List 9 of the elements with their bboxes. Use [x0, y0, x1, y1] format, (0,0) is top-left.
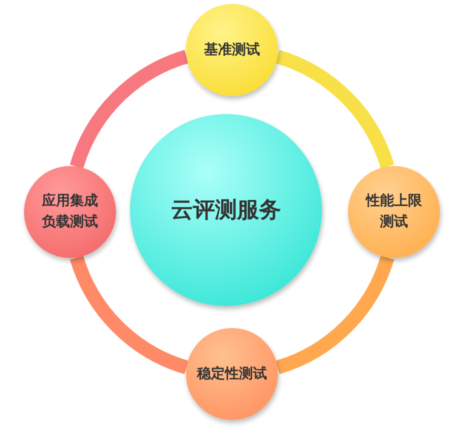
circle-label: 性能上限测试	[364, 192, 423, 232]
circle-label: 应用集成负载测试	[40, 192, 99, 232]
ring-arc	[70, 255, 189, 374]
ring-arc	[275, 50, 394, 169]
circle-label: 云评测服务	[170, 196, 282, 224]
circle-label: 稳定性测试	[196, 364, 268, 384]
circle-label: 基准测试	[203, 40, 261, 60]
ring-arc	[275, 255, 394, 374]
ring-arc	[70, 50, 189, 169]
